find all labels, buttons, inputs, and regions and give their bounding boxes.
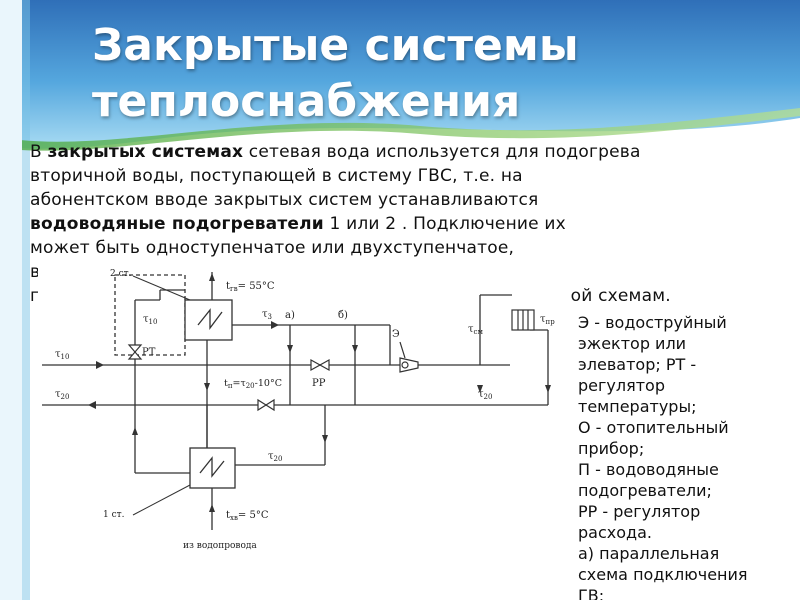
- body-paragraph: В закрытых системах сетевая вода использ…: [30, 140, 760, 308]
- body-line-5: может быть одноступенчатое или двухступе…: [30, 238, 515, 258]
- legend-line-7: прибор;: [578, 439, 645, 458]
- leader-lines: [132, 275, 191, 516]
- body-line-1-start: В: [30, 142, 48, 162]
- label-stage2: 2 ст.: [110, 269, 132, 279]
- body-line-7: п ной схемам.: [30, 284, 760, 308]
- label-tau20-left: τ20: [55, 389, 69, 401]
- body-line-1: В закрытых системах сетевая вода использ…: [30, 140, 760, 164]
- ejector-symbol: [399, 341, 419, 373]
- diagram-pipes: [38, 262, 570, 600]
- label-tau20-right: τ20: [478, 389, 492, 401]
- label-tau-sm: τсм: [468, 324, 483, 336]
- legend-line-12: а) параллельная: [578, 544, 720, 563]
- label-t-xv: tхв= 5°C: [226, 510, 269, 522]
- body-term-heaters: водоводяные подогреватели: [30, 214, 324, 234]
- body-line-7-start: п: [30, 286, 42, 306]
- slide-title: Закрытые системы теплоснабжения: [92, 18, 772, 130]
- label-tau10-left: τ10: [55, 349, 69, 361]
- legend-line-2: эжектор или: [578, 334, 687, 353]
- legend-line-4: регулятор: [578, 376, 665, 395]
- legend-line-3: элеватор; РТ -: [578, 355, 697, 374]
- valve-bottom: [257, 398, 275, 412]
- body-line-2: вторичной воды, поступающей в систему ГВ…: [30, 166, 523, 186]
- legend-line-6: О - отопительный: [578, 418, 729, 437]
- body-line-4-end: 1 или 2 . Подключение их: [323, 214, 566, 234]
- label-t-mid: tп=τ20-10°C: [224, 378, 282, 390]
- label-rt: РТ: [142, 347, 156, 358]
- title-line-2: теплоснабжения: [92, 76, 521, 127]
- legend-line-9: подогреватели;: [578, 481, 712, 500]
- label-tau10-top: τ10: [143, 314, 157, 326]
- body-line-7-end: ной схемам.: [559, 286, 671, 306]
- radiator-symbol: [511, 309, 535, 331]
- label-tau-pr: τпр: [540, 314, 555, 326]
- label-rr: РР: [312, 378, 326, 389]
- body-line-6-start: в: [30, 262, 41, 282]
- label-ejector: Э: [392, 329, 400, 340]
- flow-arrows: [88, 273, 551, 512]
- body-line-1-end: сетевая вода используется для подогрева: [243, 142, 641, 162]
- label-tau3: τ3: [262, 309, 272, 321]
- heater-stage1: [189, 447, 236, 489]
- label-stage1: 1 ст.: [103, 510, 125, 520]
- diagram-labels: 2 ст. 1 ст. tгв= 55°C τ10 τ3 а) б) Э τсм…: [55, 269, 555, 551]
- legend-line-10: РР - регулятор: [578, 502, 701, 521]
- body-line-4: водоводяные подогреватели 1 или 2 . Подк…: [30, 212, 760, 236]
- legend-line-14: ГВ;: [578, 586, 605, 600]
- legend-line-11: расхода.: [578, 523, 652, 542]
- legend-block: Э - водоструйный эжектор или элеватор; Р…: [578, 312, 783, 600]
- valve-rr: [310, 358, 330, 372]
- body-term-closed-systems: закрытых системах: [47, 142, 244, 162]
- label-tau20-low: τ20: [268, 451, 282, 463]
- legend-line-5: температуры;: [578, 397, 697, 416]
- valve-rt: [127, 344, 143, 360]
- body-line-3: абонентском вводе закрытых систем устана…: [30, 190, 539, 210]
- label-b: б): [338, 310, 348, 321]
- label-a: а): [285, 310, 295, 321]
- legend-line-1: Э - водоструйный: [578, 313, 727, 332]
- label-t-gv: tгв= 55°C: [226, 281, 275, 293]
- title-line-1: Закрытые системы: [92, 20, 579, 71]
- legend-line-8: П - водоводяные: [578, 460, 719, 479]
- label-water-supply: из водопровода: [183, 541, 257, 551]
- legend-line-13: схема подключения: [578, 565, 748, 584]
- heater-stage2: [184, 299, 233, 341]
